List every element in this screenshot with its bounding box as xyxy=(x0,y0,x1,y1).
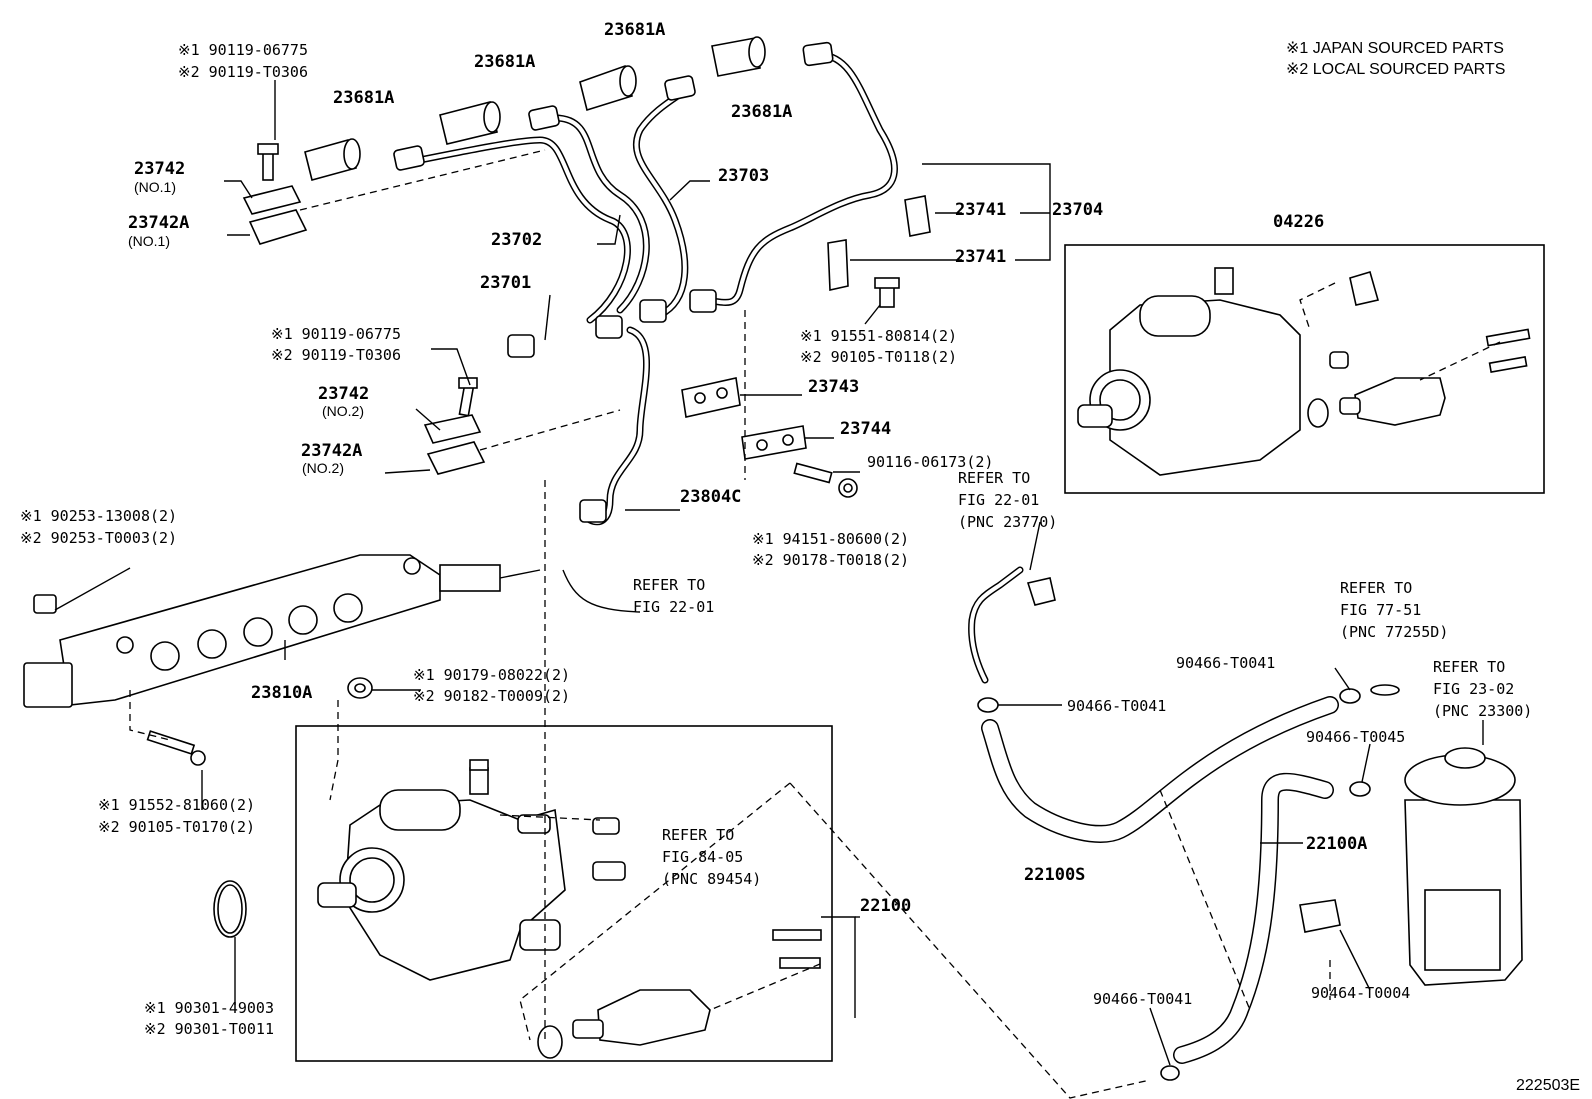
label-23681a-second: 23681A xyxy=(474,52,535,72)
clamp-23742-no2 xyxy=(423,377,486,475)
label-23742-no1-sub: (NO.1) xyxy=(134,179,176,195)
label-23744: 23744 xyxy=(840,419,891,439)
label-23742a-no2-sub: (NO.2) xyxy=(302,460,344,476)
hose-22100a xyxy=(1173,772,1334,1064)
label-22100: 22100 xyxy=(860,896,911,916)
label-23681a-top: 23681A xyxy=(604,20,665,40)
note-japan-sourced: ※1 JAPAN SOURCED PARTS xyxy=(1286,40,1504,57)
label-ref-84-05-line2: FIG 84-05 xyxy=(662,848,743,866)
bolt-91552 xyxy=(146,730,206,766)
label-23810a: 23810A xyxy=(251,683,312,703)
label-clamp-90466-t0041-lower: 90466-T0041 xyxy=(1093,990,1192,1008)
label-gasket-local: ※2 90182-T0009(2) xyxy=(413,687,570,705)
label-ref-84-05-line3: (PNC 89454) xyxy=(662,870,761,888)
hose-22100s xyxy=(981,696,1339,843)
o-ring-90301 xyxy=(213,880,247,938)
label-bolt-91552-local: ※2 90105-T0170(2) xyxy=(98,818,255,836)
pump-valve-22100 xyxy=(537,929,822,1059)
label-bolt-mid-local: ※2 90119-T0306 xyxy=(271,346,401,364)
sleeve-23681a-4 xyxy=(711,36,766,77)
supply-pump-22100 xyxy=(317,759,566,981)
label-bolt-91551-jp: ※1 91551-80814(2) xyxy=(800,327,957,345)
label-ring-local: ※2 90301-T0011 xyxy=(144,1020,274,1038)
label-23743: 23743 xyxy=(808,377,859,397)
label-bolt-91552-jp: ※1 91552-81060(2) xyxy=(98,796,255,814)
label-ref-23-02-line3: (PNC 23300) xyxy=(1433,702,1532,720)
bolt-91551 xyxy=(874,277,900,308)
clamp-block-23743 xyxy=(681,377,741,418)
bracket-23741-lower xyxy=(827,239,849,291)
label-23681a-right: 23681A xyxy=(731,102,792,122)
bracket-23741-upper xyxy=(904,195,931,237)
label-23742-no2: 23742 xyxy=(318,384,369,404)
label-22100a: 22100A xyxy=(1306,834,1367,854)
label-23742-no2-sub: (NO.2) xyxy=(322,403,364,419)
label-stud-90116: 90116-06173(2) xyxy=(867,453,993,471)
common-rail-23810a xyxy=(23,554,541,708)
label-23742a-no1: 23742A xyxy=(128,213,189,233)
label-ref-23-02-line1: REFER TO xyxy=(1433,658,1505,676)
label-ref-84-05-line1: REFER TO xyxy=(662,826,734,844)
label-ref-77-51-line3: (PNC 77255D) xyxy=(1340,623,1448,641)
label-plug-local: ※2 90253-T0003(2) xyxy=(20,529,177,547)
label-ref-22-01-b-line2: FIG 22-01 xyxy=(633,598,714,616)
label-plug-jp: ※1 90253-13008(2) xyxy=(20,507,177,525)
sleeve-23681a-2 xyxy=(439,101,501,145)
label-gasket-jp: ※1 90179-08022(2) xyxy=(413,666,570,684)
gasket-90179 xyxy=(347,677,373,699)
hose-clamps xyxy=(977,684,1400,1081)
label-ref-22-01-b-line1: REFER TO xyxy=(633,576,705,594)
sensor-89454 xyxy=(592,817,626,881)
label-23701: 23701 xyxy=(480,273,531,293)
clamp-23742-no1 xyxy=(242,143,308,245)
sleeve-23681a-1 xyxy=(304,138,361,181)
nut-94151 xyxy=(838,478,858,498)
pump-assembly-box-04226 xyxy=(1064,244,1545,494)
label-nut-local: ※2 90178-T0018(2) xyxy=(752,551,909,569)
pipe-nuts xyxy=(393,41,834,523)
label-nut-jp: ※1 94151-80600(2) xyxy=(752,530,909,548)
label-23741-lower: 23741 xyxy=(955,247,1006,267)
note-local-sourced: ※2 LOCAL SOURCED PARTS xyxy=(1286,61,1505,78)
label-23741-upper: 23741 xyxy=(955,200,1006,220)
label-ring-jp: ※1 90301-49003 xyxy=(144,999,274,1017)
label-clip-90464: 90464-T0004 xyxy=(1311,984,1410,1002)
label-ref-22-01-a-line2: FIG 22-01 xyxy=(958,491,1039,509)
label-bolt-mid-jp: ※1 90119-06775 xyxy=(271,325,401,343)
label-ref-22-01-a-line3: (PNC 23770) xyxy=(958,513,1057,531)
label-23742a-no1-sub: (NO.1) xyxy=(128,233,170,249)
pump-assembly-box-22100 xyxy=(295,725,833,1062)
fuel-line-22-01 xyxy=(968,566,1056,684)
label-04226: 04226 xyxy=(1273,212,1324,232)
supply-pump-04226 xyxy=(1077,267,1531,476)
label-ref-77-51-line2: FIG 77-51 xyxy=(1340,601,1421,619)
sleeve-23681a-3 xyxy=(579,64,637,112)
label-clamp-90466-t0045: 90466-T0045 xyxy=(1306,728,1405,746)
figure-id: 222503E xyxy=(1516,1077,1580,1094)
label-bolt-91551-local: ※2 90105-T0118(2) xyxy=(800,348,957,366)
label-ref-22-01-a-line1: REFER TO xyxy=(958,469,1030,487)
plug-90253 xyxy=(33,594,57,614)
label-ref-23-02-line2: FIG 23-02 xyxy=(1433,680,1514,698)
dashed-reference-lines xyxy=(129,149,1501,1099)
label-ref-77-51-line1: REFER TO xyxy=(1340,579,1412,597)
label-bolt-top-jp: ※1 90119-06775 xyxy=(178,41,308,59)
label-bolt-top-local: ※2 90119-T0306 xyxy=(178,63,308,81)
label-22100s: 22100S xyxy=(1024,865,1085,885)
label-clamp-90466-t0041-mid: 90466-T0041 xyxy=(1067,697,1166,715)
label-clamp-90466-t0041-upper: 90466-T0041 xyxy=(1176,654,1275,672)
label-23681a-left: 23681A xyxy=(333,88,394,108)
label-23702: 23702 xyxy=(491,230,542,250)
stud-90116 xyxy=(793,462,833,484)
fuel-filter xyxy=(1404,747,1523,986)
clamp-block-23744 xyxy=(741,425,807,460)
label-23742a-no2: 23742A xyxy=(301,441,362,461)
leader-lines xyxy=(54,80,1484,1066)
label-23704: 23704 xyxy=(1052,200,1103,220)
label-23703: 23703 xyxy=(718,166,769,186)
label-23804c: 23804C xyxy=(680,487,741,507)
label-23742-no1: 23742 xyxy=(134,159,185,179)
